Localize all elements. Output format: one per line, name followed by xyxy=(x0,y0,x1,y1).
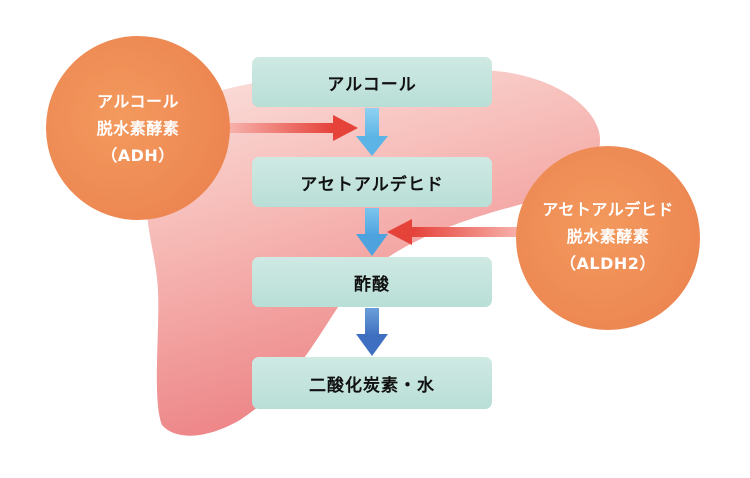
adh-line3: （ADH） xyxy=(101,146,175,165)
step-co2-water-box: 二酸化炭素・水 xyxy=(252,357,492,409)
step-acetaldehyde-box: アセトアルデヒド xyxy=(252,157,492,207)
step-alcohol-label: アルコール xyxy=(327,74,417,95)
flow-arrow-2 xyxy=(356,208,388,256)
adh-line2: 脱水素酵素 xyxy=(96,119,180,138)
step-alcohol-box: アルコール xyxy=(252,57,492,107)
adh-circle xyxy=(46,36,230,220)
aldh2-line1: アセトアルデヒド xyxy=(542,200,674,219)
aldh2-line3: （ALDH2） xyxy=(560,254,656,273)
step-co2-water-label: 二酸化炭素・水 xyxy=(309,375,435,396)
flow-arrow-3 xyxy=(356,308,388,356)
aldh2-circle xyxy=(516,146,700,330)
adh-arrow xyxy=(228,115,358,141)
aldh2-arrow xyxy=(387,219,520,245)
aldh2-line2: 脱水素酵素 xyxy=(566,227,650,246)
step-acetic-acid-box: 酢酸 xyxy=(252,257,492,307)
aldh2-enzyme-label: アセトアルデヒド 脱水素酵素 （ALDH2） xyxy=(518,196,698,277)
adh-enzyme-label: アルコール 脱水素酵素 （ADH） xyxy=(58,88,218,169)
step-acetaldehyde-label: アセトアルデヒド xyxy=(300,174,444,195)
adh-line1: アルコール xyxy=(96,92,180,111)
flow-arrow-1 xyxy=(356,108,388,156)
step-acetic-acid-label: 酢酸 xyxy=(354,274,390,295)
